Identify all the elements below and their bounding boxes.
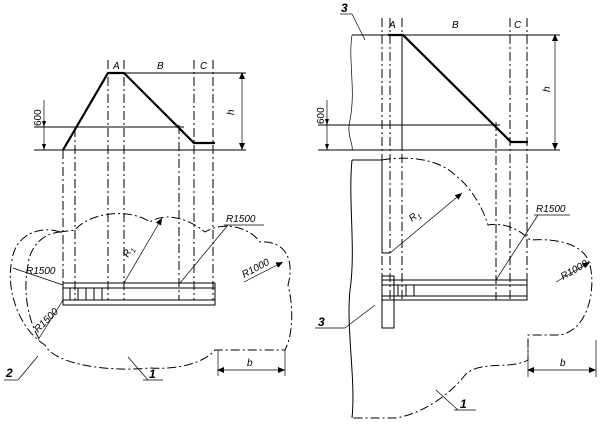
right-label-b-dim: b <box>560 358 566 369</box>
right-plan-outline <box>352 157 593 419</box>
left-r1500-bottom-line <box>37 299 64 341</box>
right-elevation-profile <box>388 33 528 144</box>
left-leader-2 <box>17 355 39 381</box>
left-plan-outline-1 <box>9 213 293 370</box>
right-label-3-bottom: 3 <box>318 315 325 329</box>
left-label-r1500-top: R1500 <box>226 214 256 225</box>
right-label-600: 600 <box>316 107 327 124</box>
r1-subscript: 1 <box>130 247 138 254</box>
right-plan-steps <box>397 285 415 296</box>
left-label-r1: R1 <box>121 244 138 260</box>
right-label-c: C <box>514 20 522 31</box>
right-label-h: h <box>542 86 553 92</box>
right-label-1: 1 <box>460 397 467 411</box>
left-r1000-line <box>243 261 284 283</box>
left-guide-lines <box>62 60 214 300</box>
left-plan-steps <box>69 288 103 300</box>
left-label-r1500-bottom: R1500 <box>32 306 61 335</box>
left-label-1: 1 <box>149 367 156 381</box>
left-elevation-profile <box>62 71 215 151</box>
right-label-r1: R1 <box>407 209 424 226</box>
left-r1500-left-line <box>12 267 64 286</box>
right-r1500-line <box>495 214 539 281</box>
left-label-a: A <box>112 61 120 72</box>
left-label-r1000: R1000 <box>240 257 272 281</box>
right-leader-1 <box>435 389 459 411</box>
right-figure <box>315 13 597 419</box>
right-label-b: B <box>452 20 459 31</box>
left-r1-line <box>123 217 163 284</box>
right-r1000-line <box>555 261 591 283</box>
left-label-c: C <box>200 61 208 72</box>
right-label-r1500: R1500 <box>536 204 566 215</box>
left-plan-outline-2 <box>25 231 63 341</box>
left-label-r1500-left: R1500 <box>26 266 56 277</box>
left-figure <box>4 60 293 381</box>
right-guide-lines <box>381 18 528 300</box>
right-label-3-top: 3 <box>341 1 348 15</box>
left-label-h: h <box>226 109 237 115</box>
right-label-a: A <box>388 20 396 31</box>
left-leader-1 <box>127 356 149 381</box>
left-label-600: 600 <box>33 109 44 126</box>
right-plan-ramp <box>381 279 528 301</box>
right-label-r1000: R1000 <box>559 258 590 282</box>
left-plan-ramp <box>62 282 216 306</box>
left-r1500-top-line <box>179 224 229 284</box>
left-label-2: 2 <box>5 366 13 380</box>
right-wall-plan-block <box>381 275 395 329</box>
right-wall-elevation <box>352 34 403 151</box>
right-wall-break <box>348 34 353 151</box>
right-wall-plan-break <box>348 159 354 419</box>
r1-subscript: 1 <box>416 214 423 222</box>
right-wall-plan-top <box>352 159 390 254</box>
left-label-b: B <box>157 61 164 72</box>
left-label-b-dim: b <box>247 358 253 369</box>
right-r1-line <box>389 192 463 254</box>
labels: A B C h 600 R1 R1500 R1500 R1500 R1000 b… <box>5 1 590 411</box>
